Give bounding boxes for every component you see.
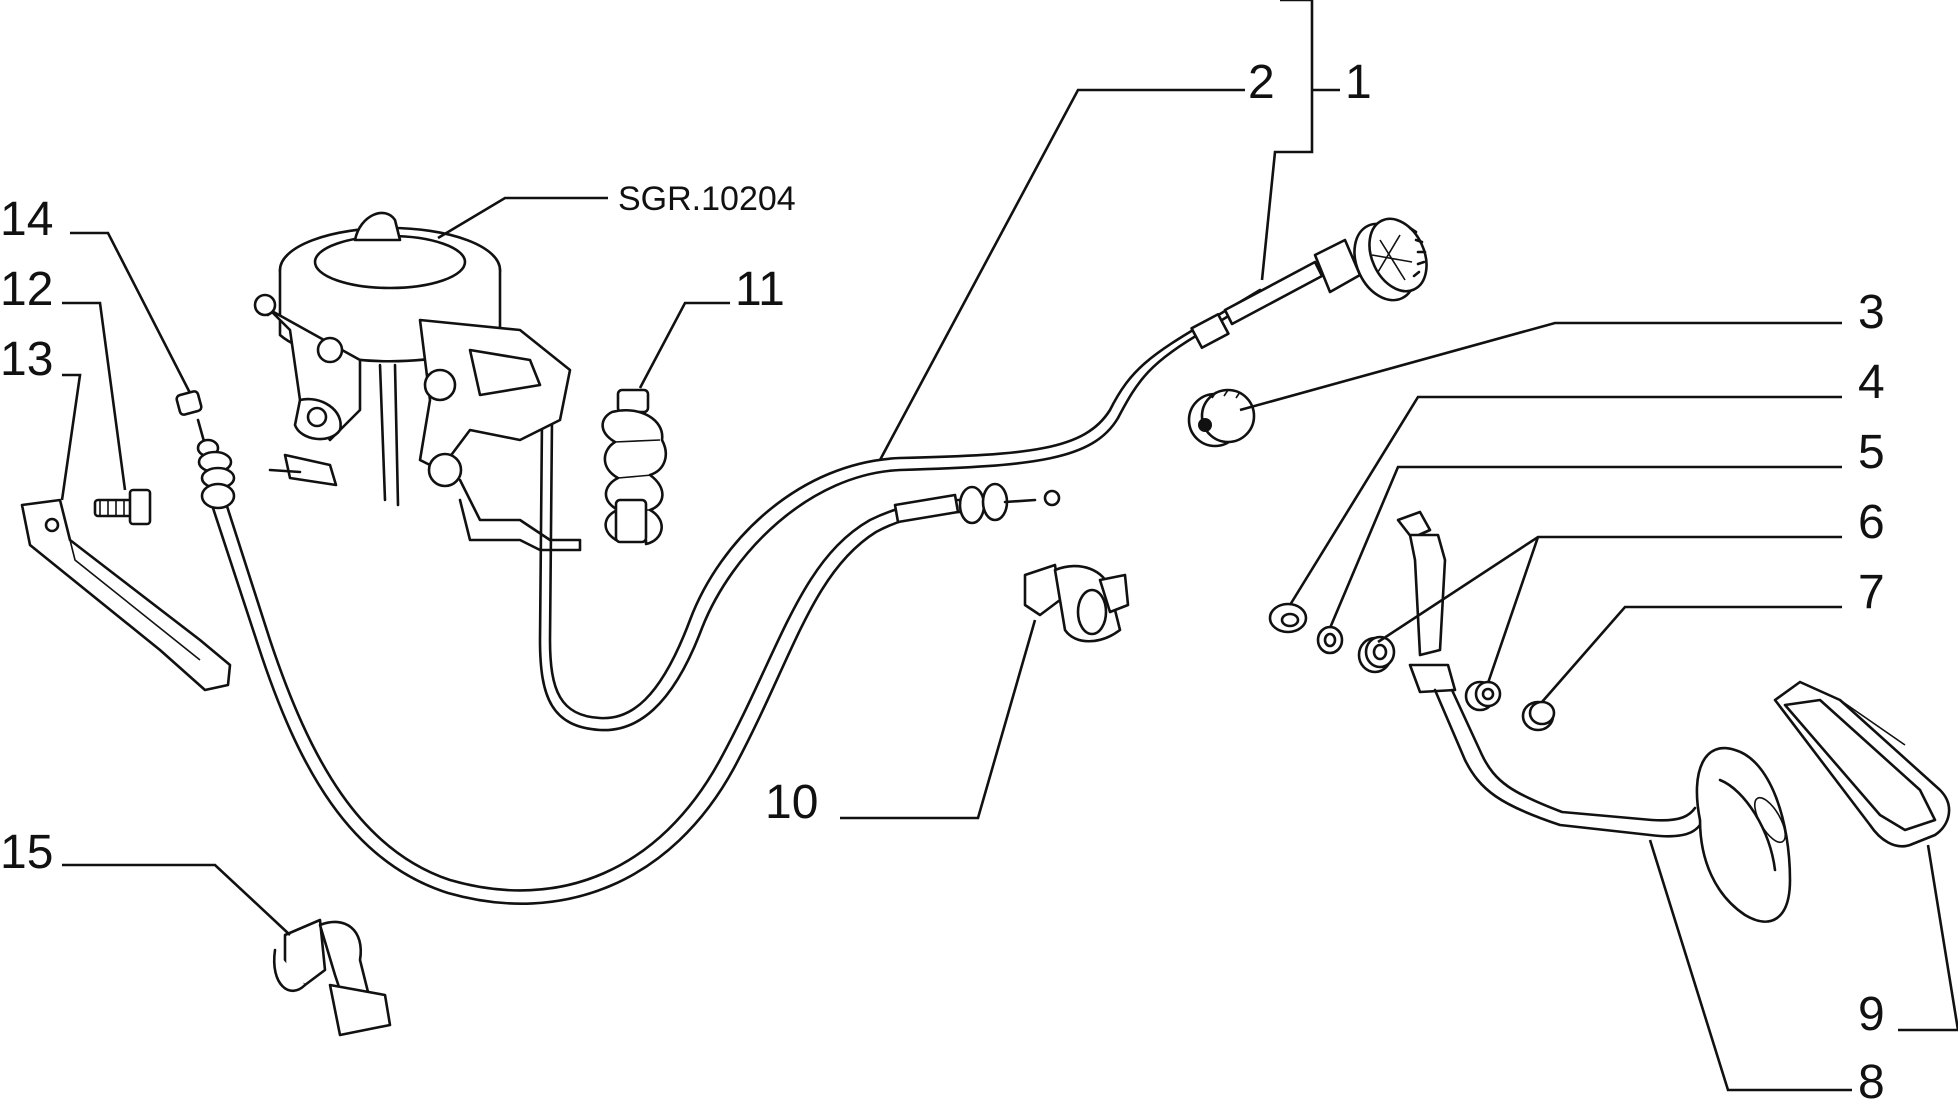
cable-end-fitting bbox=[893, 482, 1061, 525]
callout-13: 13 bbox=[0, 333, 53, 386]
pedal-lever bbox=[1396, 510, 1792, 923]
bracket bbox=[20, 498, 232, 692]
leader-lines bbox=[60, 0, 1958, 1092]
callout-6: 6 bbox=[1858, 496, 1885, 549]
cable-nipple bbox=[175, 390, 236, 510]
callout-11: 11 bbox=[735, 263, 785, 316]
cap bbox=[1521, 700, 1556, 732]
reference-label: SGR.10204 bbox=[618, 180, 796, 218]
circlip bbox=[1268, 602, 1308, 634]
callout-8: 8 bbox=[1858, 1056, 1885, 1100]
pedal-pad bbox=[1773, 680, 1951, 848]
cable-clip bbox=[1023, 563, 1130, 643]
grommet bbox=[1187, 388, 1256, 448]
callout-7: 7 bbox=[1858, 566, 1885, 619]
bush bbox=[1357, 635, 1396, 674]
callout-3: 3 bbox=[1858, 286, 1885, 339]
callout-12: 12 bbox=[0, 263, 53, 316]
callout-5: 5 bbox=[1858, 426, 1885, 479]
cable-knob-assembly bbox=[1190, 217, 1428, 350]
callout-15: 15 bbox=[0, 826, 53, 879]
carburettor bbox=[253, 211, 582, 552]
washer bbox=[1316, 625, 1344, 655]
callout-10: 10 bbox=[765, 776, 818, 829]
bush-small bbox=[1464, 680, 1502, 712]
callout-1: 1 bbox=[1345, 56, 1372, 109]
callout-9: 9 bbox=[1858, 988, 1885, 1041]
bolt bbox=[93, 488, 152, 526]
callout-labels: SGR.10204 1 2 3 4 5 6 7 8 9 10 11 12 13 … bbox=[0, 56, 1885, 1100]
accelerator-cable bbox=[538, 288, 1262, 732]
rubber-boot bbox=[601, 388, 667, 546]
throttle-cable bbox=[210, 498, 962, 905]
callout-2: 2 bbox=[1248, 56, 1275, 109]
callout-4: 4 bbox=[1858, 356, 1885, 409]
cable-support-clip bbox=[272, 918, 392, 1037]
callout-14: 14 bbox=[0, 193, 53, 246]
